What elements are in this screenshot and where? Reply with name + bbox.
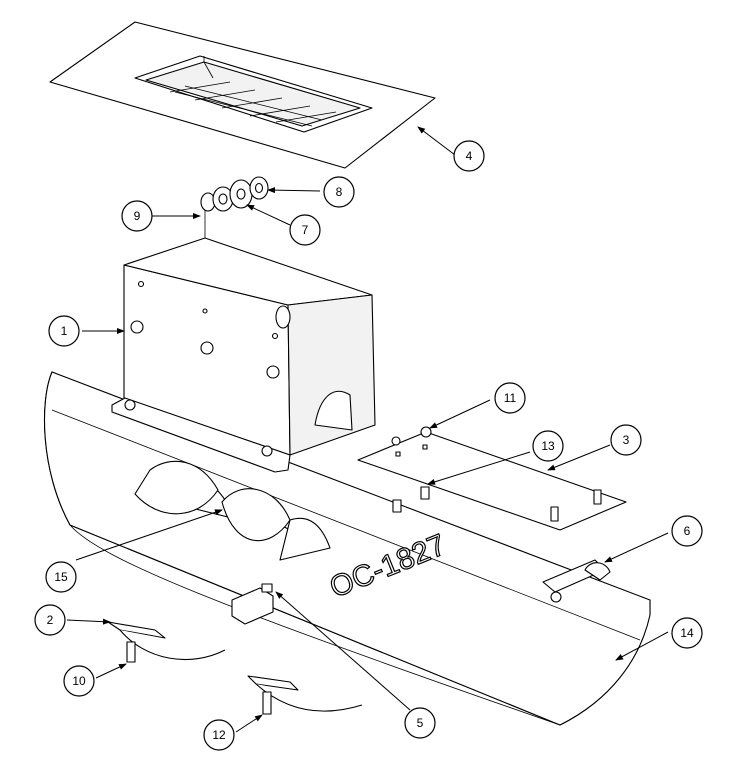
top-cover-part <box>49 21 436 169</box>
callout-12: 12 <box>203 719 235 751</box>
callout-label-14: 14 <box>680 626 694 640</box>
callout-15: 15 <box>45 561 77 593</box>
callout-11: 11 <box>494 382 526 414</box>
callout-label-4: 4 <box>466 149 473 163</box>
callout-10: 10 <box>63 665 95 697</box>
mount-plate-part <box>357 426 627 531</box>
callout-label-9: 9 <box>134 209 141 223</box>
callout-label-12: 12 <box>212 728 226 742</box>
callout-6: 6 <box>671 515 703 547</box>
callout-label-5: 5 <box>417 716 424 730</box>
callout-2: 2 <box>34 604 66 636</box>
auger-part <box>134 460 331 561</box>
hopper-box-part <box>111 237 376 473</box>
callout-5: 5 <box>404 707 436 739</box>
leaders <box>66 126 669 733</box>
roller-assembly <box>200 176 269 270</box>
callout-13: 13 <box>532 430 564 462</box>
callout-7: 7 <box>289 214 321 246</box>
callout-label-8: 8 <box>336 185 343 199</box>
callout-3: 3 <box>610 424 642 456</box>
callout-1: 1 <box>48 315 80 347</box>
main-tube-part <box>43 371 651 726</box>
callout-14: 14 <box>671 617 703 649</box>
callout-label-6: 6 <box>684 524 691 538</box>
callout-label-15: 15 <box>54 570 68 584</box>
callout-label-11: 11 <box>504 391 517 405</box>
callout-label-3: 3 <box>623 433 630 447</box>
callout-label-13: 13 <box>541 439 555 453</box>
callout-9: 9 <box>121 200 153 232</box>
callout-4: 4 <box>453 140 485 172</box>
callout-label-10: 10 <box>72 674 86 688</box>
grate-bars <box>169 81 337 127</box>
brackets <box>107 559 611 715</box>
callout-label-1: 1 <box>61 324 68 338</box>
callouts: 1 2 3 4 5 6 7 8 9 10 11 12 13 14 15 <box>34 140 703 751</box>
callout-label-7: 7 <box>302 223 309 237</box>
callout-8: 8 <box>323 176 355 208</box>
callout-label-2: 2 <box>47 613 54 627</box>
